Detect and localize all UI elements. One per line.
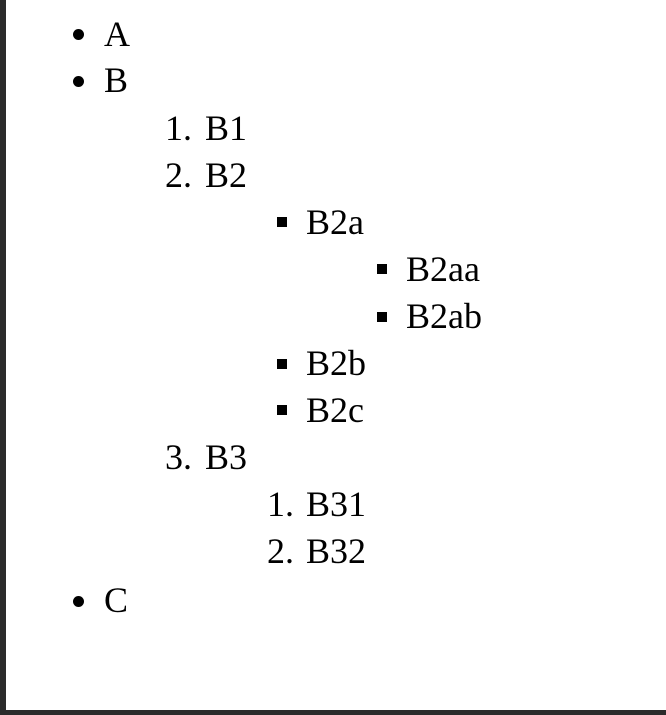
list-item-b2b: B2b [306, 343, 367, 383]
list-item-b: B [104, 60, 129, 100]
square-bullet-icon [377, 312, 387, 322]
bullet-icon [73, 29, 84, 40]
square-bullet-icon [277, 359, 287, 369]
window-frame-left [0, 0, 6, 715]
list-item-b2: B2 [205, 155, 248, 195]
list-item-b31: B31 [306, 484, 367, 524]
list-number: 1. [267, 484, 294, 524]
list-item-a: A [104, 14, 130, 54]
list-number: 3. [165, 437, 192, 477]
square-bullet-icon [277, 405, 287, 415]
square-bullet-icon [277, 217, 287, 227]
list-number: 2. [267, 531, 294, 571]
list-item-b1: B1 [205, 108, 248, 148]
list-item-b2ab: B2ab [406, 296, 482, 336]
window-frame-bottom [0, 710, 666, 715]
bullet-icon [73, 76, 84, 87]
list-item-b3: B3 [205, 437, 248, 477]
list-number: 1. [165, 108, 192, 148]
bullet-icon [73, 596, 84, 607]
list-item-b32: B32 [306, 531, 367, 571]
list-item-b2a: B2a [306, 202, 364, 242]
square-bullet-icon [377, 264, 387, 274]
list-number: 2. [165, 155, 192, 195]
list-item-b2aa: B2aa [406, 249, 480, 289]
list-item-b2c: B2c [306, 390, 364, 430]
list-item-c: C [104, 580, 129, 620]
